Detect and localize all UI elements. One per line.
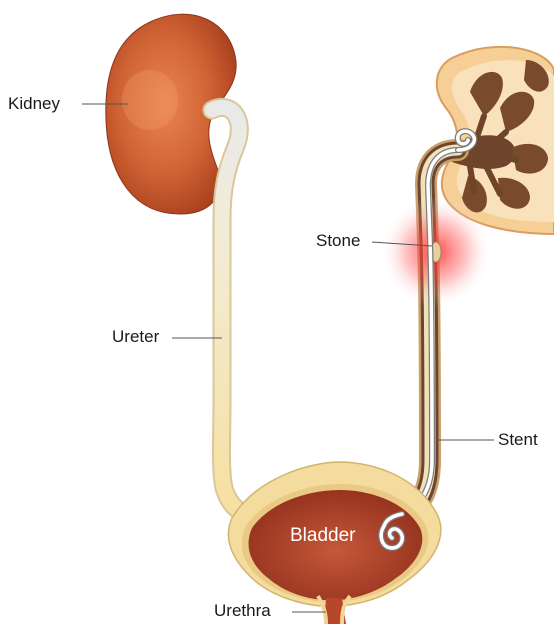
stone-label: Stone xyxy=(316,231,360,251)
bladder-label: Bladder xyxy=(290,525,356,547)
ureter-label: Ureter xyxy=(112,327,159,347)
urethra-label: Urethra xyxy=(214,601,271,621)
stent-label: Stent xyxy=(498,430,538,450)
kidney-label: Kidney xyxy=(8,94,60,114)
